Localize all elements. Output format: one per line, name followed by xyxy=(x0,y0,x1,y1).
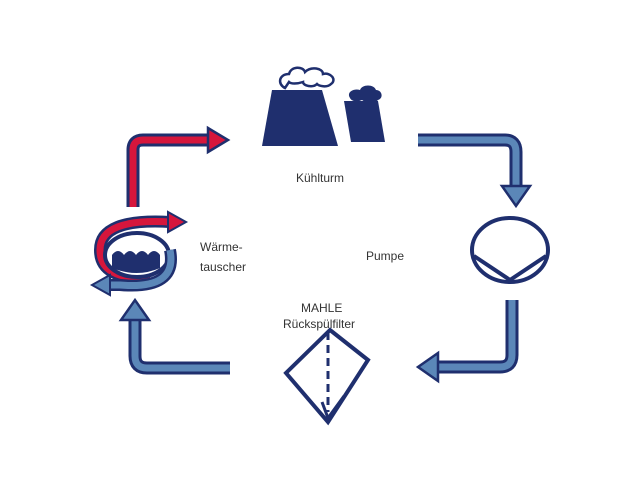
filter-label-1: MAHLE xyxy=(301,301,343,315)
backflush-filter-icon xyxy=(283,327,371,426)
flow-arrow-filter-to-exchanger xyxy=(118,297,230,375)
flow-arrow-hot xyxy=(126,125,231,207)
filter-label-2: Rückspülfilter xyxy=(283,317,356,331)
pump-icon xyxy=(470,216,550,284)
pump-label: Pumpe xyxy=(366,249,405,263)
heat-exchanger-label-2: tauscher xyxy=(200,260,247,274)
flow-arrow-tower-to-pump xyxy=(418,133,533,209)
cooling-tower-icon xyxy=(262,66,385,146)
heat-exchanger-label-1: Wärme- xyxy=(200,240,243,254)
cooling-tower-label: Kühlturm xyxy=(296,171,345,185)
heat-exchanger-icon xyxy=(89,210,189,297)
flow-arrow-pump-to-filter xyxy=(415,300,519,384)
